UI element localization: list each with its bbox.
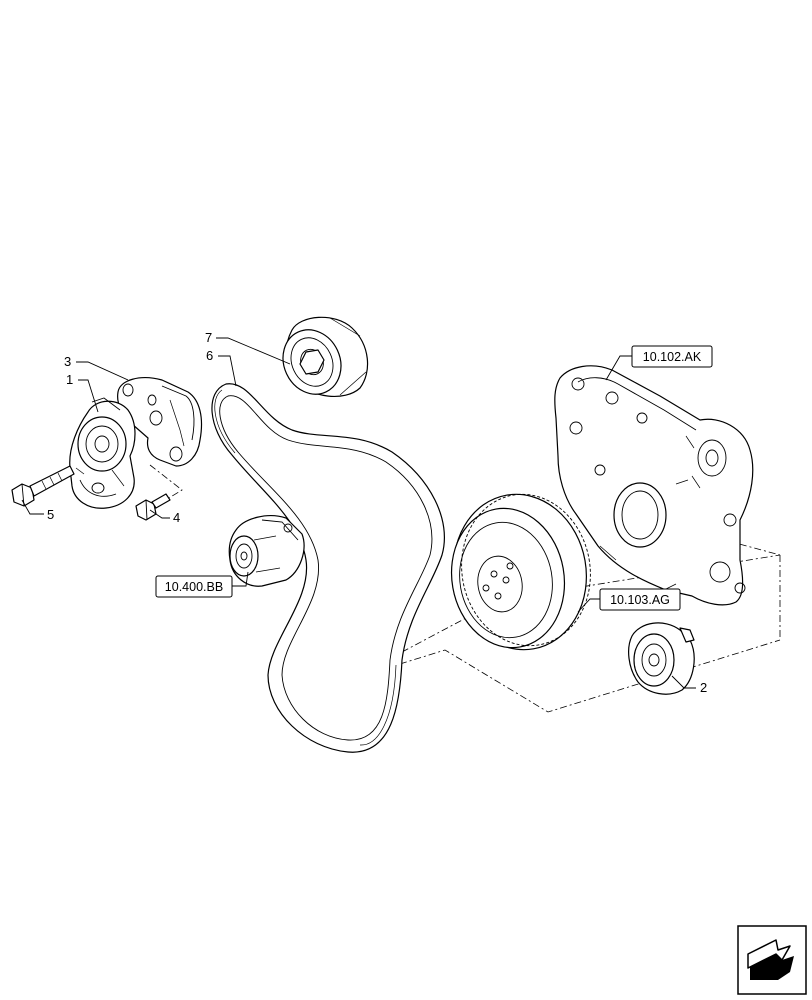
- idler-pulley-top: [282, 316, 369, 397]
- callout-1: 1: [66, 372, 73, 387]
- short-bolt: [135, 493, 171, 521]
- reference-water-pump[interactable]: 10.400.BB: [155, 575, 233, 598]
- timing-cover: [554, 365, 754, 606]
- callout-2: 2: [700, 680, 707, 695]
- callout-3: 3: [64, 354, 71, 369]
- reference-crankcase-cover-label: 10.102.AK: [643, 350, 702, 364]
- reference-crankcase-cover[interactable]: 10.102.AK: [631, 345, 713, 368]
- tensioner-bracket: [117, 377, 203, 467]
- navigation-arrow-icon[interactable]: [737, 925, 807, 995]
- callout-5: 5: [47, 507, 54, 522]
- belt-tensioner: [69, 397, 136, 509]
- callout-6: 6: [206, 348, 213, 363]
- drive-belt: [211, 383, 446, 753]
- reference-pulley-damper[interactable]: 10.103.AG: [599, 588, 681, 611]
- reference-pulley-damper-label: 10.103.AG: [610, 593, 670, 607]
- small-idler-pulley: [628, 622, 695, 695]
- crankshaft-pulley: [450, 493, 591, 651]
- long-bolt: [11, 465, 75, 507]
- callout-4: 4: [173, 510, 180, 525]
- callout-labels: 3 1 5 4 7 6 2: [47, 330, 707, 695]
- reference-water-pump-label: 10.400.BB: [165, 580, 223, 594]
- water-pump: [228, 515, 305, 587]
- leader-lines: [21, 337, 696, 689]
- callout-7: 7: [205, 330, 212, 345]
